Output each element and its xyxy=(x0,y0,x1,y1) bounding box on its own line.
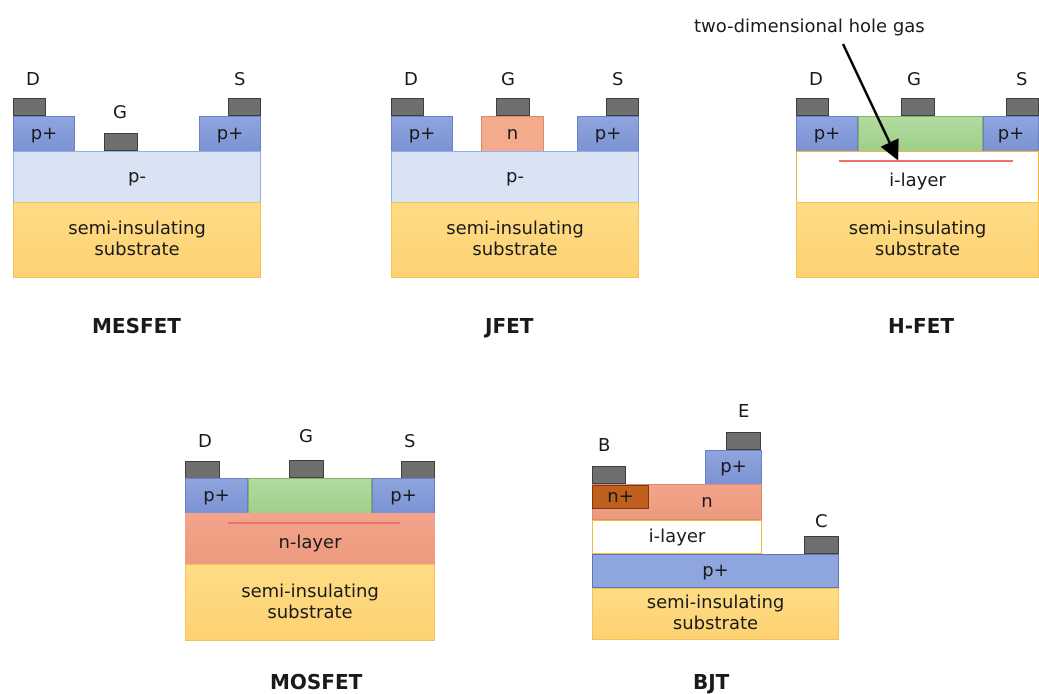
mosfet-gate-oxide xyxy=(248,478,372,514)
mesfet-drain-contact xyxy=(13,98,46,116)
mosfet-gate-contact xyxy=(289,460,324,478)
mesfet-drain-label: D xyxy=(26,69,40,90)
mosfet-gate-label: G xyxy=(299,426,313,447)
jfet-drain-contact xyxy=(391,98,424,116)
mesfet-substrate: semi-insulating substrate xyxy=(13,202,261,278)
mosfet-n-layer: n-layer xyxy=(185,513,435,565)
mosfet-drain-label: D xyxy=(198,431,212,452)
hfet-annotation-label: two-dimensional hole gas xyxy=(694,16,925,37)
bjt-base-contact xyxy=(592,466,626,484)
bjt-base-label: B xyxy=(598,435,611,456)
bjt-collector-label: C xyxy=(815,511,828,532)
hfet-gate-contact xyxy=(901,98,935,116)
hfet-drain-label: D xyxy=(809,69,823,90)
hfet-source-label: S xyxy=(1016,69,1028,90)
bjt-n-plus-region: n+ xyxy=(592,485,649,509)
mesfet-source-label: S xyxy=(234,69,246,90)
jfet-substrate: semi-insulating substrate xyxy=(391,202,639,278)
jfet-gate-contact xyxy=(496,98,530,116)
mosfet-channel-line xyxy=(228,522,400,524)
mosfet-drain-p-plus: p+ xyxy=(185,478,248,514)
mosfet-drain-contact xyxy=(185,461,220,479)
bjt-emitter-contact xyxy=(726,432,761,450)
jfet-gate-label: G xyxy=(501,69,515,90)
hfet-drain-contact xyxy=(796,98,829,116)
mosfet-source-contact xyxy=(401,461,435,479)
mesfet-gate-label: G xyxy=(113,102,127,123)
mesfet-source-contact xyxy=(228,98,261,116)
hfet-2dhg-line xyxy=(839,160,1013,162)
bjt-emitter-p-plus: p+ xyxy=(705,450,762,485)
bjt-caption: BJT xyxy=(693,670,730,694)
mosfet-caption: MOSFET xyxy=(270,670,363,694)
hfet-i-layer: i-layer xyxy=(796,151,1039,203)
bjt-emitter-label: E xyxy=(738,401,750,422)
hfet-gate-label: G xyxy=(907,69,921,90)
mesfet-p-minus-layer: p- xyxy=(13,151,261,203)
jfet-source-contact xyxy=(606,98,639,116)
bjt-i-layer: i-layer xyxy=(592,520,762,554)
mosfet-substrate: semi-insulating substrate xyxy=(185,564,435,641)
mosfet-source-label: S xyxy=(404,431,416,452)
jfet-drain-p-plus: p+ xyxy=(391,116,453,152)
hfet-drain-p-plus: p+ xyxy=(796,116,858,152)
jfet-source-p-plus: p+ xyxy=(577,116,639,152)
mesfet-gate-contact xyxy=(104,133,138,151)
mesfet-source-p-plus: p+ xyxy=(199,116,261,152)
jfet-source-label: S xyxy=(612,69,624,90)
mosfet-source-p-plus: p+ xyxy=(372,478,435,514)
bjt-collector-contact xyxy=(804,536,839,554)
bjt-collector-p-plus: p+ xyxy=(592,554,839,588)
jfet-caption: JFET xyxy=(485,314,534,338)
jfet-drain-label: D xyxy=(404,69,418,90)
bjt-substrate: semi-insulating substrate xyxy=(592,588,839,640)
hfet-barrier-layer xyxy=(858,116,983,152)
hfet-caption: H-FET xyxy=(888,314,955,338)
hfet-substrate: semi-insulating substrate xyxy=(796,202,1039,278)
mesfet-caption: MESFET xyxy=(92,314,181,338)
